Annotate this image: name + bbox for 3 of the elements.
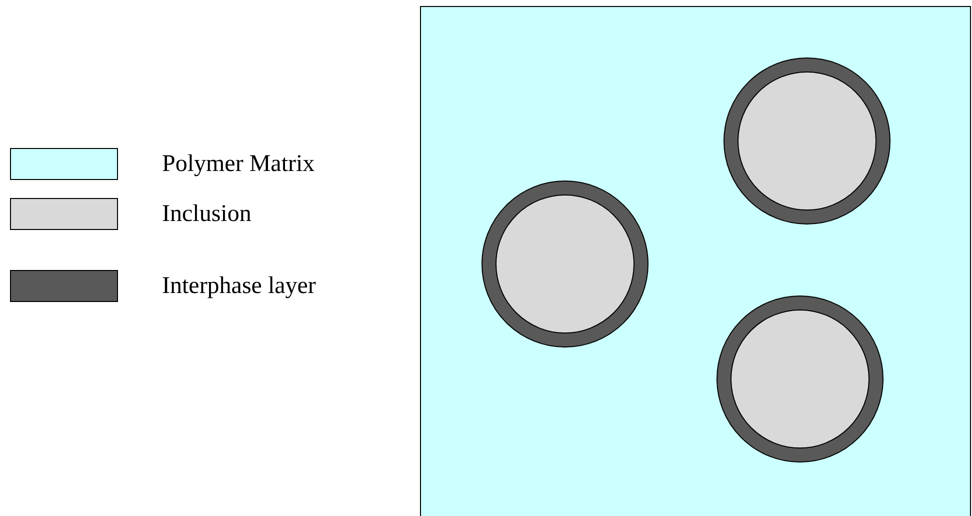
legend-label: Inclusion [162,202,252,226]
legend-label: Interphase layer [162,274,316,298]
legend-label: Polymer Matrix [162,152,315,176]
